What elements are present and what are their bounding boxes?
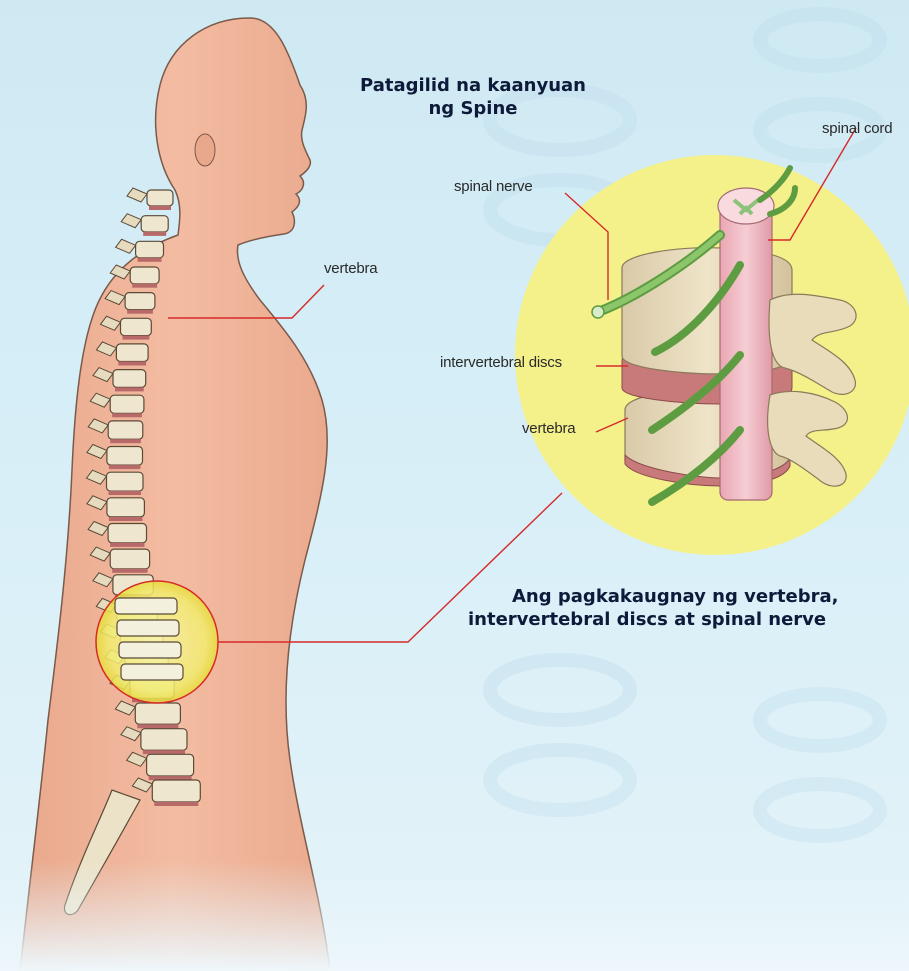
- disc-segment: [138, 258, 162, 262]
- ear: [195, 134, 215, 166]
- lumbar-vertebra: [121, 664, 183, 680]
- disc-segment: [109, 517, 142, 521]
- vertebra-segment: [125, 293, 155, 310]
- disc-segment: [110, 543, 144, 547]
- vertebra-segment: [107, 498, 144, 517]
- vertebra-segment: [107, 447, 143, 466]
- detail-caption: Ang pagkakaugnay ng vertebra, interverte…: [462, 585, 909, 631]
- disc-segment: [123, 336, 150, 340]
- vertebra-segment: [136, 241, 164, 257]
- spinous-process: [116, 239, 136, 253]
- detail-caption-line2: intervertebral discs at spinal nerve: [462, 608, 909, 631]
- disc-segment: [118, 362, 146, 366]
- disc-segment: [115, 387, 144, 391]
- side-view-title-line1: Patagilid na kaanyuan: [318, 74, 628, 97]
- disc-segment: [110, 439, 141, 443]
- label-spinal-cord: spinal cord: [822, 120, 892, 137]
- lumbar-vertebra: [119, 642, 181, 658]
- disc-segment: [109, 465, 141, 469]
- vertebra-segment: [121, 318, 152, 335]
- disc-segment: [143, 232, 166, 236]
- vertebra-segment: [108, 421, 143, 439]
- vertebra-segment: [108, 524, 146, 543]
- vertebra-segment: [147, 754, 194, 776]
- vertebra-segment: [152, 780, 200, 802]
- label-intervertebral-discs: intervertebral discs: [440, 354, 562, 371]
- disc-segment: [132, 284, 157, 288]
- bottom-fade: [0, 860, 909, 971]
- vertebra-segment: [135, 703, 180, 724]
- spinous-process: [121, 214, 141, 228]
- disc-segment: [112, 569, 147, 573]
- disc-segment: [137, 724, 178, 728]
- label-vertebra: vertebra: [324, 260, 377, 277]
- lumbar-vertebra: [117, 620, 179, 636]
- disc-segment: [112, 413, 142, 417]
- human-body-silhouette: [20, 18, 330, 971]
- disc-segment: [149, 206, 171, 210]
- vertebra-segment: [141, 729, 187, 751]
- vertebra-segment: [107, 472, 144, 491]
- vertebra-segment: [130, 267, 159, 284]
- disc-segment: [127, 310, 153, 314]
- vertebra-segment: [113, 370, 146, 388]
- detail-caption-line1: Ang pagkakaugnay ng vertebra,: [462, 585, 909, 608]
- label-vertebra-detail: vertebra: [522, 420, 575, 437]
- vertebra-segment: [141, 216, 168, 232]
- spinal-cord-shape: [720, 205, 772, 500]
- side-view-title-line2: ng Spine: [318, 97, 628, 120]
- disc-segment: [154, 802, 198, 806]
- lumbar-vertebra: [115, 598, 177, 614]
- disc-segment: [143, 750, 185, 754]
- nerve-end: [592, 306, 604, 318]
- label-spinal-nerve: spinal nerve: [454, 178, 532, 195]
- vertebra-segment: [116, 344, 148, 362]
- spinous-process: [127, 188, 147, 202]
- side-view-title: Patagilid na kaanyuan ng Spine: [318, 74, 628, 120]
- vertebra-segment: [110, 395, 144, 413]
- vertebra-segment: [110, 549, 149, 569]
- vertebra-segment: [147, 190, 173, 206]
- disc-segment: [109, 491, 142, 495]
